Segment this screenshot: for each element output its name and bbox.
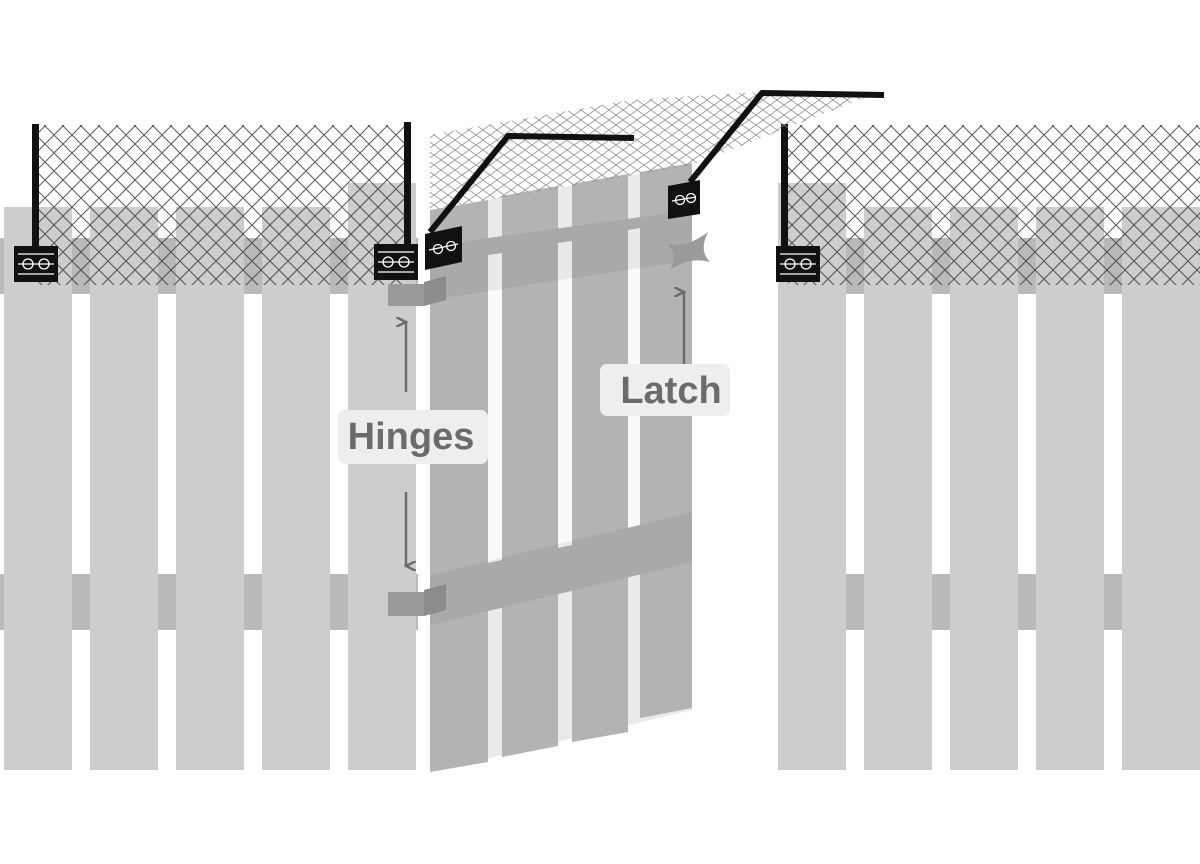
left-chain-link-mesh: [36, 125, 408, 285]
hinges-callout: Hinges: [338, 322, 488, 566]
right-fence-section: [776, 124, 1200, 770]
gate-frame-top: [427, 133, 635, 234]
gate-board: [502, 186, 558, 757]
hinge-icon: [388, 276, 446, 306]
gate-frame-top: [687, 90, 885, 184]
left-fence-board: [176, 207, 244, 770]
gate-board: [640, 163, 692, 718]
hinges-label-bg: [338, 410, 488, 464]
post-clamp-icon: [668, 180, 700, 219]
gate-gap: [558, 241, 572, 548]
right-chain-link-mesh: [788, 125, 1200, 285]
gate-gap: [488, 253, 502, 563]
post-clamp-icon: [776, 246, 820, 282]
right-fence-board: [950, 207, 1018, 770]
gate-mesh: [430, 92, 880, 210]
gate-bottom-rail: [430, 512, 692, 625]
latch-label: Latch: [620, 370, 721, 412]
hinges-label: Hinges: [348, 416, 475, 458]
hinge-icon: [388, 584, 446, 616]
latch-callout: Latch: [600, 292, 730, 416]
post-clamp-icon: [425, 226, 462, 270]
left-fence-board: [90, 207, 158, 770]
latch-icon: [668, 232, 710, 270]
gate-board: [572, 174, 628, 742]
right-fence-board: [1036, 207, 1104, 770]
latch-label-bg: [600, 364, 730, 416]
gate-board: [430, 200, 488, 772]
gate: [425, 90, 885, 772]
fence-post-icon: [404, 122, 411, 260]
left-fence-board: [4, 207, 72, 770]
right-fence-board: [864, 207, 932, 770]
post-clamp-icon: [14, 246, 58, 282]
right-fence-board: [1122, 207, 1200, 770]
left-fence-board: [262, 207, 330, 770]
post-clamp-icon: [374, 244, 418, 280]
left-fence-section: [0, 122, 418, 770]
fence-post-icon: [32, 124, 39, 260]
fence-post-icon: [781, 124, 788, 260]
